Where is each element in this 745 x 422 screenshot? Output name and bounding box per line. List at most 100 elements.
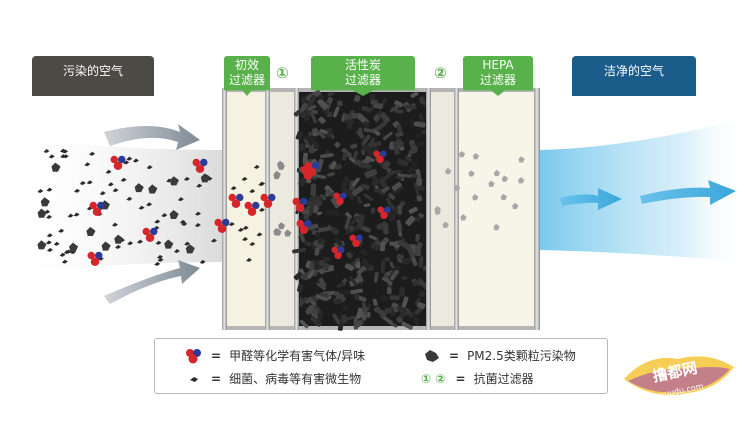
carbon-granule: [389, 104, 400, 113]
carbon-granule: [368, 145, 379, 157]
carbon-granule: [342, 278, 348, 284]
carbon-granule: [316, 282, 326, 291]
microbe: [37, 189, 44, 194]
pm25-particle: [460, 214, 467, 221]
carbon-granule: [349, 276, 359, 287]
carbon-granule: [303, 138, 312, 151]
microbe: [67, 213, 74, 218]
carbon-granule: [356, 308, 363, 319]
carbon-granule: [372, 298, 378, 306]
voc-molecule: [260, 193, 276, 208]
carbon-granule: [327, 172, 335, 177]
pm25-particle: [512, 202, 519, 210]
carbon-granule: [315, 158, 324, 173]
carbon-filter-edge-r: [426, 88, 431, 330]
pm25-particle: [114, 234, 124, 244]
microbe: [46, 214, 53, 219]
carbon-granule: [418, 291, 425, 298]
pm25-particle: [273, 227, 281, 235]
microbe: [184, 241, 191, 246]
carbon-granule: [298, 143, 306, 152]
carbon-granule: [414, 298, 421, 305]
carbon-granule: [379, 311, 385, 318]
carbon-granule: [417, 302, 426, 309]
carbon-granule: [344, 263, 355, 272]
carbon-granule: [317, 238, 326, 246]
carbon-granule: [385, 197, 394, 209]
microbe: [157, 257, 164, 262]
carbon-filter-label: 活性炭过滤器: [311, 56, 415, 96]
microbe: [63, 249, 70, 254]
carbon-granule: [350, 215, 359, 225]
pm25-particle: [134, 183, 144, 193]
carbon-granule: [318, 277, 327, 288]
carbon-granule: [381, 186, 390, 193]
carbon-granule: [316, 211, 323, 216]
carbon-granule: [311, 295, 319, 302]
microbe: [253, 164, 260, 169]
carbon-granule: [326, 111, 333, 118]
microbe: [154, 261, 161, 266]
carbon-granule: [397, 158, 409, 167]
carbon-granule: [396, 316, 403, 323]
microbe: [242, 236, 249, 241]
carbon-granule: [352, 177, 360, 187]
carbon-granule: [298, 232, 306, 243]
carbon-granule: [363, 121, 370, 128]
carbon-granule: [407, 311, 415, 318]
microbe: [194, 223, 201, 228]
carbon-granule: [302, 152, 308, 163]
carbon-granule: [354, 159, 361, 166]
carbon-granule: [318, 226, 333, 233]
microbe-icon: [190, 376, 198, 382]
hepa-filter-panel: [459, 92, 535, 326]
microbe: [259, 181, 266, 186]
microbe: [60, 154, 67, 159]
carbon-granule: [390, 270, 397, 277]
carbon-granule: [388, 193, 396, 200]
pm25-particle: [442, 221, 449, 228]
pm25-particle: [493, 169, 501, 177]
carbon-granule: [396, 253, 404, 261]
microbe: [112, 188, 119, 193]
pm25-particle: [500, 193, 508, 201]
microbe: [173, 249, 180, 254]
carbon-granule: [305, 304, 315, 315]
carbon-granule: [307, 205, 315, 217]
legend-item-antibacterial: ① ② = 抗菌过滤器: [421, 371, 534, 387]
carbon-granule: [398, 173, 412, 178]
pm25-particle: [493, 223, 500, 231]
carbon-granule: [315, 294, 328, 302]
carbon-granule: [365, 155, 375, 163]
carbon-granule: [418, 256, 424, 268]
carbon-granule: [313, 260, 320, 271]
carbon-granule: [327, 91, 334, 97]
carbon-granule: [337, 100, 343, 107]
microbe: [183, 176, 190, 181]
voc-molecule: [110, 155, 126, 170]
carbon-granule: [342, 187, 354, 198]
carbon-granule: [332, 313, 341, 325]
voc-molecule: [214, 218, 230, 233]
carbon-granule: [319, 128, 328, 135]
microbe: [249, 241, 256, 246]
carbon-granule: [363, 127, 376, 134]
carbon-granule: [326, 128, 332, 138]
intake-arrow-bottom-icon: [104, 260, 200, 304]
carbon-granule: [379, 177, 388, 188]
primary-filter-edge-l: [222, 88, 227, 330]
pm25-particle: [273, 172, 281, 180]
hepa-filter-edge-r: [534, 88, 540, 330]
carbon-granule: [404, 104, 417, 110]
pm25-particle: [434, 206, 441, 213]
pm25-particle: [40, 197, 50, 207]
carbon-granule: [346, 121, 353, 130]
carbon-granule: [364, 168, 378, 179]
carbon-granule: [370, 99, 378, 105]
carbon-granule: [314, 174, 326, 179]
microbe: [46, 187, 53, 192]
microbe: [62, 149, 69, 154]
dirty-air-band: [30, 140, 228, 272]
voc-molecule: [377, 206, 391, 220]
carbon-granule: [299, 297, 303, 307]
